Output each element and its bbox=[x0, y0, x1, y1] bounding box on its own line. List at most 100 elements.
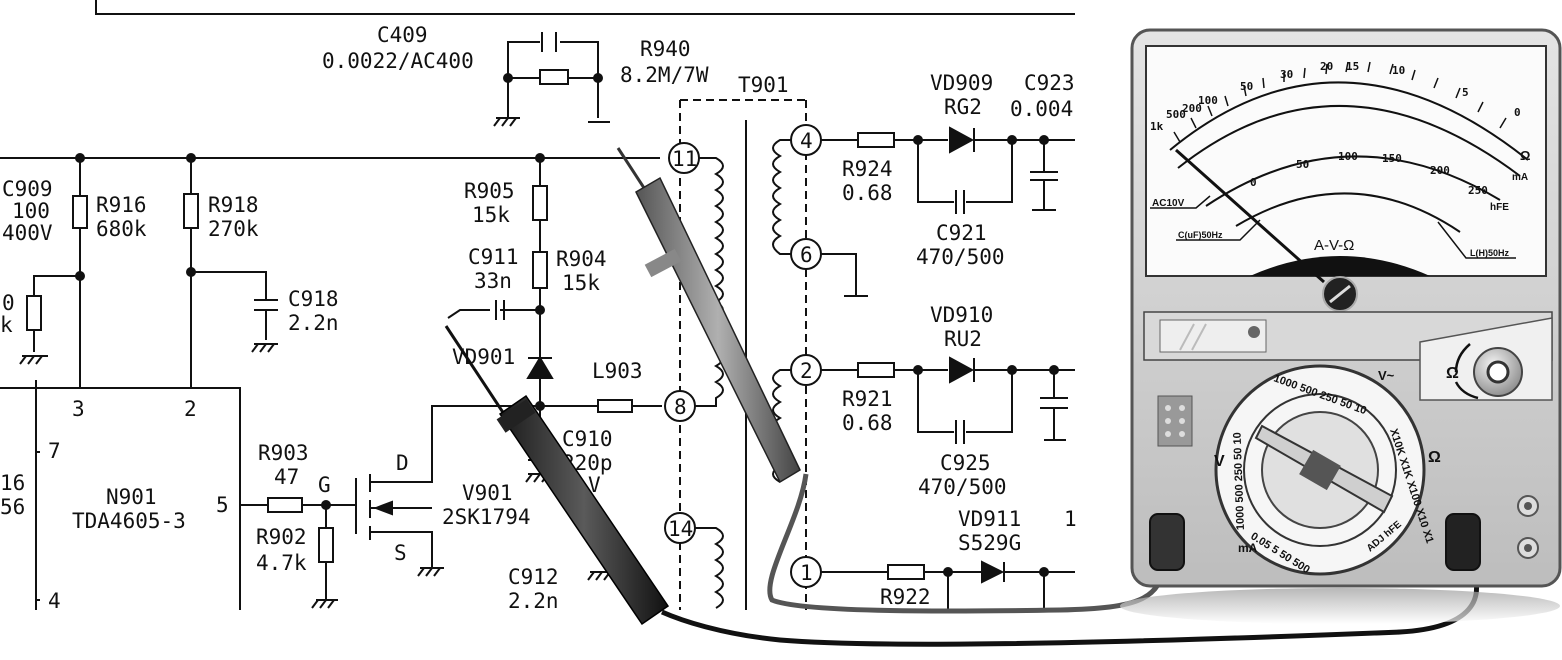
jack-positive[interactable] bbox=[1445, 513, 1481, 571]
ohm-scale-labels: 1k 500 200 100 50 30 20 15 10 5 0 bbox=[1150, 60, 1521, 133]
ohm-scale-4: 50 bbox=[1240, 80, 1253, 93]
label-r921-value: 0.68 bbox=[842, 411, 893, 435]
label-c911-value: 33n bbox=[474, 269, 512, 293]
label-c925-value: 470/500 bbox=[918, 475, 1007, 499]
ohm-scale-1: 500 bbox=[1166, 108, 1186, 121]
label-n901-ref: N901 bbox=[106, 485, 157, 509]
black-probe[interactable] bbox=[444, 325, 670, 626]
resistor-r904 bbox=[532, 251, 548, 289]
label-fet-gate: G bbox=[318, 473, 331, 497]
label-r902-value: 4.7k bbox=[256, 551, 307, 575]
label-c925-ref: C925 bbox=[940, 451, 991, 475]
resistor-r916 bbox=[72, 195, 88, 229]
label-r922-ref: R922 bbox=[880, 585, 931, 609]
resistor-r902 bbox=[318, 527, 334, 563]
label-c911-ref: C911 bbox=[468, 245, 519, 269]
label-vd909-ref: VD909 bbox=[930, 71, 993, 95]
inductor-l903 bbox=[597, 399, 633, 413]
label-r905-value: 15k bbox=[472, 203, 510, 227]
label-r905-ref: R905 bbox=[464, 179, 515, 203]
label-c918-ref: C918 bbox=[288, 287, 339, 311]
label-c409-value: 0.0022/AC400 bbox=[322, 49, 474, 73]
dial-label-ma: mA bbox=[1238, 541, 1258, 555]
resistor-r903 bbox=[267, 497, 303, 513]
label-c910-voltage: V bbox=[588, 473, 601, 497]
label-fet-source: S bbox=[394, 541, 407, 565]
resistor-r922 bbox=[887, 564, 925, 580]
mid-scale-1: 50 bbox=[1296, 158, 1309, 171]
mid-scale-2: 100 bbox=[1338, 150, 1358, 163]
multimeter: 1k 500 200 100 50 30 20 15 10 5 0 0 50 1… bbox=[1120, 28, 1562, 624]
label-r918-value: 270k bbox=[208, 217, 259, 241]
label-r916-ref: R916 bbox=[96, 193, 147, 217]
ohm-scale-8: 10 bbox=[1392, 64, 1405, 77]
label-pin-t14: 14 bbox=[668, 517, 693, 541]
mid-scale-0: 0 bbox=[1250, 176, 1257, 189]
label-pin-ic3: 3 bbox=[72, 397, 85, 421]
ohm-scale-2: 200 bbox=[1182, 102, 1202, 115]
label-r924-value: 0.68 bbox=[842, 181, 893, 205]
mid-scale-3: 150 bbox=[1382, 152, 1402, 165]
label-r940-value: 8.2M/7W bbox=[620, 63, 709, 87]
dial-v-tilde: V~ bbox=[1378, 368, 1395, 383]
grey-probe[interactable] bbox=[616, 147, 801, 484]
label-vd909-type: RG2 bbox=[944, 95, 982, 119]
mid-scale-labels: 0 50 100 150 200 250 bbox=[1250, 150, 1488, 197]
label-vd911-type: S529G bbox=[958, 531, 1021, 555]
ohm-scale-5: 30 bbox=[1280, 68, 1293, 81]
label-r916-value: 680k bbox=[96, 217, 147, 241]
meter-needle bbox=[1175, 148, 1325, 284]
label-fet-drain: D bbox=[396, 451, 409, 475]
ohm-scale-10: 0 bbox=[1514, 106, 1521, 119]
label-r904-value: 15k bbox=[562, 271, 600, 295]
jack-common[interactable] bbox=[1149, 513, 1185, 571]
label-r921-ref: R921 bbox=[842, 387, 893, 411]
label-pin-ic4: 4 bbox=[48, 589, 61, 613]
label-pin-ic5: 5 bbox=[216, 493, 229, 517]
scale-inductance: L(H)50Hz bbox=[1470, 248, 1510, 258]
dial-label-v: V bbox=[1214, 453, 1225, 470]
label-v901-ref: V901 bbox=[462, 481, 513, 505]
label-c912-ref: C912 bbox=[508, 565, 559, 589]
label-c910-ref: C910 bbox=[562, 427, 613, 451]
dial-label-ohm: Ω bbox=[1428, 449, 1441, 466]
scale-hfe: hFE bbox=[1490, 202, 1509, 213]
label-c909-value1: 100 bbox=[12, 199, 50, 223]
dial-v-ranges-left: 1000 500 250 50 10 bbox=[1232, 432, 1247, 530]
frame-top bbox=[95, 0, 1075, 15]
scale-title: A-V-Ω bbox=[1314, 237, 1354, 254]
label-cut-16: 16 bbox=[0, 471, 25, 495]
label-pin-t6: 6 bbox=[800, 243, 813, 267]
resistor-r918 bbox=[183, 193, 199, 229]
label-r924-ref: R924 bbox=[842, 157, 893, 181]
label-c909-ref: C909 bbox=[2, 177, 53, 201]
label-r918-ref: R918 bbox=[208, 193, 259, 217]
ohm-scale-6: 20 bbox=[1320, 60, 1333, 73]
schematic bbox=[0, 0, 1075, 610]
label-pin-ic2: 2 bbox=[184, 397, 197, 421]
label-cut-1: 1 bbox=[1064, 507, 1077, 531]
label-cut-56: 56 bbox=[0, 495, 25, 519]
label-vd910-type: RU2 bbox=[944, 327, 982, 351]
label-l903: L903 bbox=[592, 359, 643, 383]
label-vd911-ref: VD911 bbox=[958, 507, 1021, 531]
scale-ticks bbox=[1173, 61, 1507, 143]
ohm-scale-7: 15 bbox=[1346, 60, 1359, 73]
label-vd910-ref: VD910 bbox=[930, 303, 993, 327]
label-r940-ref: R940 bbox=[640, 37, 691, 61]
label-pin-t11: 11 bbox=[672, 147, 697, 171]
label-c909-value2: 400V bbox=[2, 221, 53, 245]
label-c918-value: 2.2n bbox=[288, 311, 339, 335]
scale-ac10v: AC10V bbox=[1152, 198, 1185, 209]
label-r903-ref: R903 bbox=[258, 441, 309, 465]
ohm-scale-0: 1k bbox=[1150, 120, 1164, 133]
label-r902-ref: R902 bbox=[256, 525, 307, 549]
label-c923-value: 0.004 bbox=[1010, 97, 1073, 121]
ohm-adjust-label: Ω bbox=[1446, 365, 1459, 382]
label-pin-t4: 4 bbox=[800, 129, 813, 153]
resistor-r905 bbox=[532, 185, 548, 221]
indicator-led bbox=[1248, 326, 1260, 338]
label-pin-t1: 1 bbox=[800, 561, 813, 585]
